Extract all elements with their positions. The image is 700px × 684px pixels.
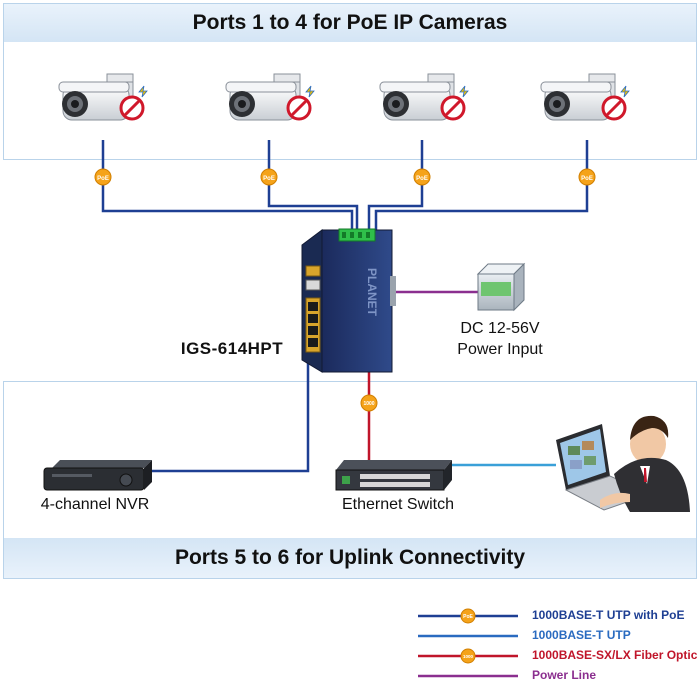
power-label-line1: DC 12-56V [460,320,540,337]
no-power-icon [440,85,469,121]
legend: PoE 1000 [418,608,518,678]
ethernet-switch-device [335,460,452,491]
legend-label-utp: 1000BASE-T UTP [532,628,631,642]
legend-label-poe: 1000BASE-T UTP with PoE [532,608,685,622]
poe-cable-2 [267,140,359,233]
no-power-icon [601,85,630,121]
poe-badge-1: PoE [94,168,112,186]
top-panel-title: Ports 1 to 4 for PoE IP Cameras [4,4,696,42]
power-label-line2: Power Input [457,341,543,358]
svg-text:PoE: PoE [463,614,473,620]
igs-614hpt-switch: PLANET [301,228,396,373]
fiber-badge: 1000 [360,394,378,412]
ip-camera-1 [58,73,148,121]
svg-text:1000: 1000 [463,654,474,659]
bottom-panel-title: Ports 5 to 6 for Uplink Connectivity [4,538,696,578]
poe-badge-2: PoE [260,168,278,186]
legend-item-poe: PoE [418,608,518,624]
no-power-icon [286,85,315,121]
ethernet-switch-label: Ethernet Switch [341,496,455,513]
svg-text:PoE: PoE [97,176,109,182]
legend-item-fiber: 1000 [418,648,518,664]
poe-cable-1 [101,140,354,233]
utp-cable-nvr [150,353,336,473]
nvr-label: 4-channel NVR [40,496,150,513]
power-supply-unit [476,262,526,312]
poe-cables [101,140,589,233]
svg-text:PoE: PoE [263,176,275,182]
legend-label-power: Power Line [532,668,597,682]
nvr-device [43,460,152,491]
svg-text:1000: 1000 [363,401,374,407]
svg-text:PoE: PoE [416,176,428,182]
ip-camera-3 [379,73,469,121]
power-input-label: DC 12-56V Power Input [430,318,570,360]
ip-camera-2 [225,73,315,121]
laptop-user [556,415,690,512]
no-power-icon [119,85,148,121]
poe-badge-3: PoE [413,168,431,186]
poe-cable-4 [374,140,589,233]
legend-label-fiber: 1000BASE-SX/LX Fiber Optic [532,648,698,662]
brand-logo: PLANET [365,268,379,317]
poe-badge-4: PoE [578,168,596,186]
device-model-label: IGS-614HPT [180,339,284,358]
ip-camera-4 [540,73,630,121]
svg-text:PoE: PoE [581,176,593,182]
